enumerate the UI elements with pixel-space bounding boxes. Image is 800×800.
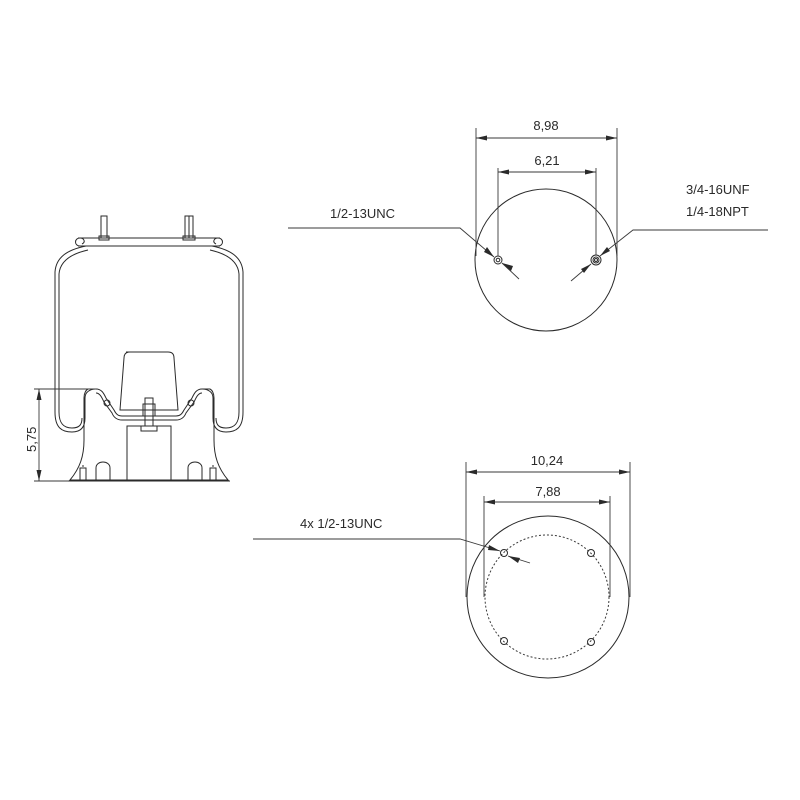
top-plate-outline — [474, 188, 618, 332]
bottom-piston-view: 10,24 7,88 4x 1/2-13UNC — [253, 453, 631, 679]
right-thread-callout-1: 3/4-16UNF — [686, 182, 750, 197]
bolt-hole-4 — [587, 638, 595, 646]
bolt-thread-callout: 4x 1/2-13UNC — [300, 516, 382, 531]
bolt-hole-3 — [500, 637, 508, 645]
height-dimension: 5,75 — [24, 388, 96, 482]
piston-outline — [466, 515, 630, 679]
right-thread-callout-2: 1/4-18NPT — [686, 204, 749, 219]
bolt-circle-value: 7,88 — [535, 484, 560, 499]
bolt-hole-1 — [500, 549, 508, 557]
side-view-air-spring — [54, 215, 244, 482]
height-value: 5,75 — [24, 427, 39, 452]
left-thread-callout: 1/2-13UNC — [330, 206, 395, 221]
outer-diameter-value: 8,98 — [533, 118, 558, 133]
stud-spacing-value: 6,21 — [534, 153, 559, 168]
top-plate-view: 8,98 6,21 1/2-13UNC 3/4-16UNF 1/4-18NPT — [288, 118, 768, 332]
stud-left — [100, 215, 108, 239]
piston-diameter-value: 10,24 — [531, 453, 564, 468]
bolt-circle — [484, 534, 610, 660]
bolt-hole-2 — [587, 549, 595, 557]
stud-hole-left — [493, 255, 503, 265]
